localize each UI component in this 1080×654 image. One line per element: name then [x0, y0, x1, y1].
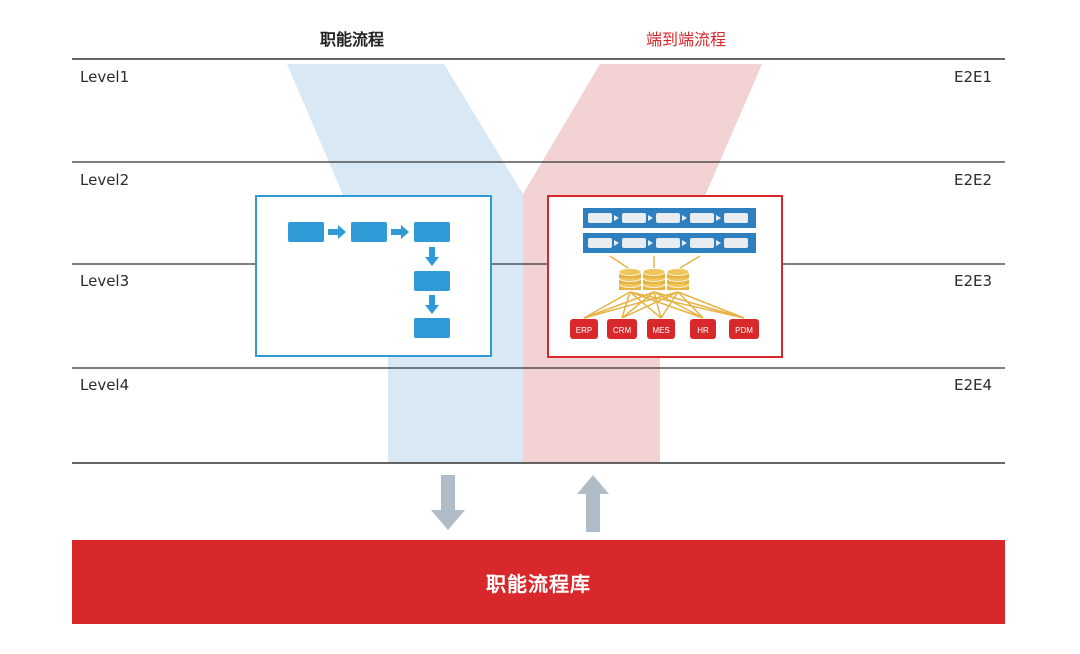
connector-line — [609, 255, 629, 269]
process-step — [414, 222, 450, 242]
flow-step — [622, 238, 646, 248]
system-label: MES — [652, 326, 669, 335]
e2e-label-4: E2E4 — [954, 376, 993, 394]
e2e-label-1: E2E1 — [954, 68, 993, 86]
flow-step — [690, 238, 714, 248]
arrow-right-icon — [716, 240, 721, 246]
arrow-right-icon — [682, 240, 687, 246]
process-step — [414, 271, 450, 291]
header-e2e: 端到端流程 — [646, 30, 727, 49]
arrow-right-icon — [648, 215, 653, 221]
system-label: ERP — [576, 326, 592, 335]
e2e-label-3: E2E3 — [954, 272, 993, 290]
flow-step — [724, 213, 748, 223]
connector-line — [677, 291, 745, 319]
connector-line — [583, 291, 631, 319]
system-box — [607, 319, 637, 339]
system-box — [690, 319, 716, 339]
flow-step — [656, 213, 680, 223]
connector-line — [653, 291, 662, 319]
functional-process-box — [255, 195, 492, 357]
arrow-right-icon — [328, 225, 346, 239]
e2e-process-box: ERP CRM MES HR PDM — [547, 195, 783, 358]
system-label: PDM — [735, 326, 753, 335]
process-step — [414, 318, 450, 338]
arrow-up-icon — [577, 475, 609, 532]
flow-step — [690, 213, 714, 223]
connector-line — [621, 291, 631, 319]
arrow-right-icon — [716, 215, 721, 221]
arrow-right-icon — [614, 240, 619, 246]
connector-line — [621, 291, 655, 319]
connector-line — [677, 291, 704, 319]
system-box — [570, 319, 598, 339]
connector-line — [621, 291, 679, 319]
level-label-1: Level1 — [80, 68, 130, 86]
level-label-3: Level3 — [80, 272, 130, 290]
flow-step — [622, 213, 646, 223]
flow-step — [724, 238, 748, 248]
connector-line — [629, 291, 662, 319]
database-icons — [618, 268, 690, 290]
flow-step — [588, 213, 612, 223]
e2e-label-2: E2E2 — [954, 171, 993, 189]
level-label-2: Level2 — [80, 171, 130, 189]
flow-step — [656, 238, 680, 248]
process-step — [288, 222, 324, 242]
arrow-right-icon — [391, 225, 409, 239]
system-box — [729, 319, 759, 339]
system-boxes: ERP CRM MES HR PDM — [570, 319, 759, 339]
functional-process-library: 职能流程库 — [72, 540, 1005, 624]
arrow-down-icon — [431, 475, 465, 530]
arrow-down-icon — [425, 247, 439, 266]
connector-line — [583, 291, 655, 319]
connector-lines — [583, 255, 745, 319]
level-label-4: Level4 — [80, 376, 130, 394]
library-label: 职能流程库 — [486, 571, 591, 596]
arrow-down-icon — [425, 295, 439, 314]
arrow-right-icon — [682, 215, 687, 221]
header-functional: 职能流程 — [320, 30, 385, 49]
process-step — [351, 222, 387, 242]
system-box — [647, 319, 675, 339]
system-label: HR — [697, 326, 709, 335]
connector-line — [679, 255, 701, 269]
system-label: CRM — [613, 326, 632, 335]
flow-step — [588, 238, 612, 248]
arrow-right-icon — [648, 240, 653, 246]
arrow-right-icon — [614, 215, 619, 221]
flow-bar-items — [588, 213, 748, 248]
connector-line — [660, 291, 679, 319]
connector-line — [583, 291, 679, 319]
